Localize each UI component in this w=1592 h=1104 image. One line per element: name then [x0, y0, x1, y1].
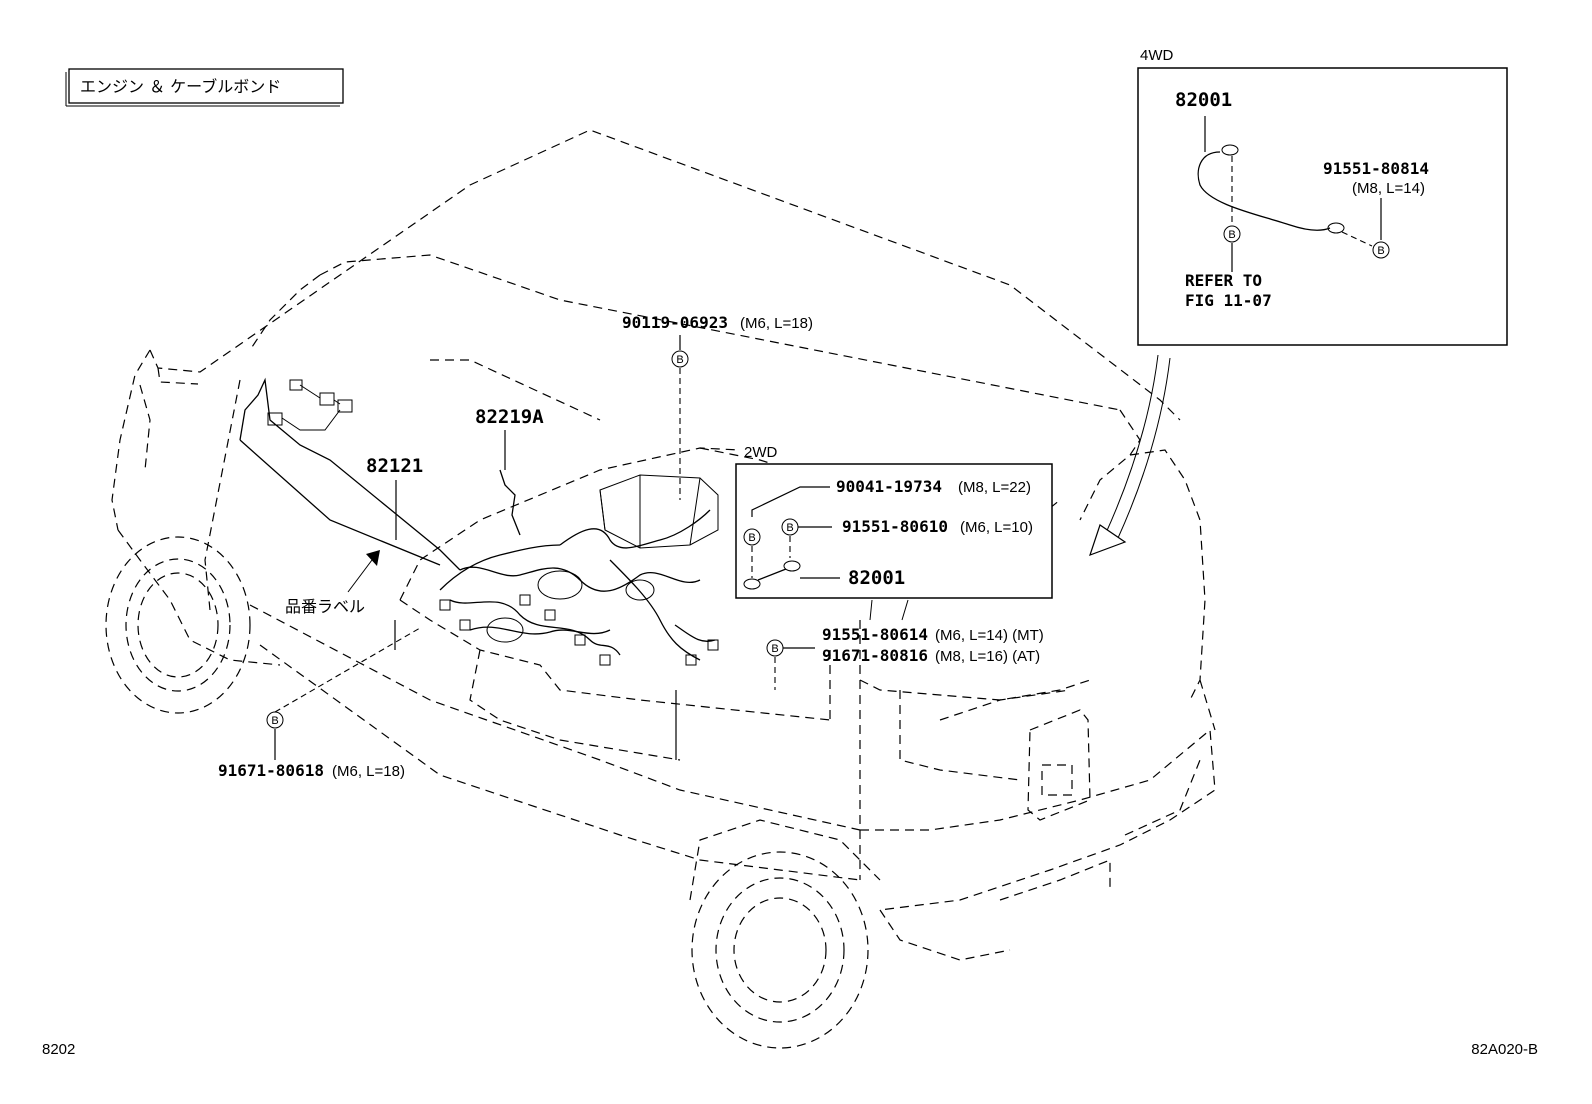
svg-text:B: B [1377, 245, 1384, 257]
bolt-bottom-spec: (M6, L=18) [332, 763, 405, 780]
inset-4wd-refer-line1: REFER TO [1185, 271, 1262, 290]
inset-4wd-refer-line2: FIG 11-07 [1185, 291, 1272, 310]
part-82121: 82121 [366, 455, 423, 477]
part-82219a: 82219A [475, 406, 544, 428]
svg-text:B: B [748, 532, 755, 544]
callout-82219a: 82219A [475, 406, 544, 470]
wire-harness [239, 377, 719, 666]
bolt-mt-number: 91551-80614 [822, 625, 928, 644]
marker-b-icon: B [766, 639, 784, 657]
inset-2wd-label: 2WD [744, 444, 778, 461]
footer-left: 8202 [42, 1041, 75, 1058]
svg-text:B: B [1228, 229, 1235, 241]
bolt-bottom-number: 91671-80618 [218, 761, 324, 780]
label-tag-text: 品番ラベル [285, 597, 365, 616]
footer-right: 82A020-B [1471, 1041, 1538, 1058]
callout-82121: 82121 [366, 455, 423, 540]
arrow-4wd-to-vehicle [1089, 354, 1171, 556]
marker-b-icon: B [743, 528, 761, 546]
inset-2wd-bolt1-spec: (M8, L=22) [958, 479, 1031, 496]
marker-b-icon: B [1372, 241, 1390, 259]
inset-4wd-bolt: 91551-80814 [1323, 159, 1429, 178]
inset-2wd-part: 82001 [848, 567, 905, 589]
bolt-mt-spec: (M6, L=14) (MT) [935, 627, 1044, 644]
bolt-top-number: 90119-06923 [622, 313, 728, 332]
bolt-at-number: 91671-80816 [822, 646, 928, 665]
svg-text:B: B [771, 643, 778, 655]
inset-4wd-bolt-spec: (M8, L=14) [1352, 180, 1425, 197]
bolt-top-spec: (M6, L=18) [740, 315, 813, 332]
callout-bolt-bottom: B 91671-80618 (M6, L=18) [218, 627, 421, 780]
callout-bolt-mt-at: B 91551-80614 (M6, L=14) (MT) 91671-8081… [675, 625, 1044, 760]
svg-text:B: B [271, 715, 278, 727]
vehicle-outline [105, 129, 1216, 1049]
title-box: エンジン ＆ ケーブルボンド [65, 68, 344, 107]
inset-4wd: 4WD 82001 91551-80814 (M8, L=14) B B REF… [1137, 47, 1508, 346]
bolt-at-spec: (M8, L=16) (AT) [935, 648, 1040, 665]
inset-2wd-bolt2: 91551-80610 [842, 517, 948, 536]
inset-4wd-part: 82001 [1175, 89, 1232, 111]
inset-2wd: 2WD 90041-19734 (M8, L=22) 91551-80610 (… [735, 444, 1053, 621]
callout-bolt-top: 90119-06923 (M6, L=18) B [622, 313, 813, 500]
svg-text:B: B [676, 354, 683, 366]
inset-4wd-label: 4WD [1140, 47, 1174, 64]
marker-b-icon: B [266, 711, 284, 729]
marker-b-icon: B [1223, 225, 1241, 243]
inset-2wd-bolt2-spec: (M6, L=10) [960, 519, 1033, 536]
marker-b-icon: B [781, 518, 799, 536]
inset-2wd-bolt1: 90041-19734 [836, 477, 942, 496]
callout-label-tag: 品番ラベル [285, 550, 396, 650]
marker-b-icon: B [671, 350, 689, 368]
title-text: エンジン ＆ ケーブルボンド [80, 77, 281, 96]
svg-text:B: B [786, 522, 793, 534]
